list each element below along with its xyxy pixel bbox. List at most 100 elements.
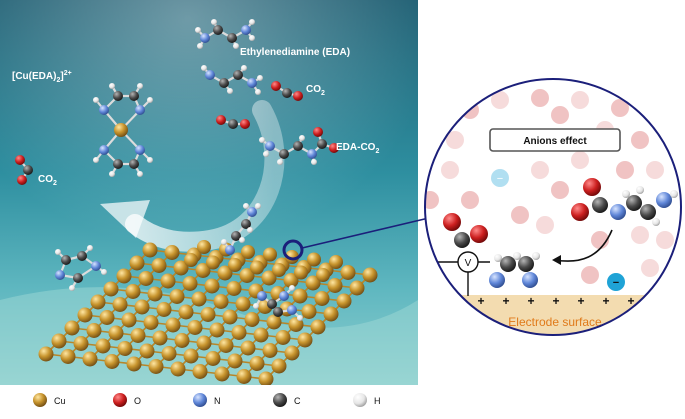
cu-atom (200, 307, 216, 322)
inset-border (424, 78, 682, 336)
h-atom (109, 83, 115, 89)
legend-label: C (294, 396, 301, 406)
cu-atom (241, 245, 255, 259)
solvent-sphere (425, 191, 439, 209)
h-atom (494, 254, 502, 262)
c-atom (227, 33, 237, 43)
n-atom (91, 261, 101, 271)
cu-atom (104, 354, 120, 369)
h-atom (670, 190, 678, 198)
cu-atom (204, 278, 220, 294)
cu-atom (183, 348, 199, 364)
solvent-sphere (611, 99, 629, 117)
cu-atom (169, 289, 185, 304)
h-atom (201, 65, 207, 71)
h-atom (93, 157, 99, 163)
c-atom (640, 204, 656, 220)
surface-charge-plus: + (527, 294, 534, 308)
c-atom (231, 231, 241, 241)
co2-molecule (216, 115, 250, 129)
cu-atom (250, 260, 264, 275)
n-legend-swatch (193, 393, 207, 407)
n-atom (287, 305, 297, 315)
solvent-sphere (551, 181, 569, 199)
c-atom (228, 119, 238, 129)
cu-atom (182, 276, 198, 291)
cu-atom (292, 288, 308, 304)
legend-label: O (134, 396, 141, 406)
cu-atom (266, 314, 282, 330)
cu-atom (349, 280, 365, 296)
c-atom (129, 91, 139, 101)
h-atom (69, 285, 75, 291)
cu-atom (152, 330, 168, 346)
cu-atom (316, 268, 330, 282)
eda-co2-molecule-inset (571, 178, 678, 226)
solvent-sphere (446, 131, 464, 149)
n-atom (247, 78, 257, 88)
reaction-arrow-head (100, 200, 150, 238)
cu-atom (161, 346, 177, 361)
solvent-sphere (461, 191, 479, 209)
cu-atom (143, 315, 159, 330)
c-atom (61, 255, 71, 265)
anion (607, 273, 625, 291)
cu-legend-swatch (33, 393, 47, 407)
n-atom (656, 192, 672, 208)
surface-charge-plus: + (477, 294, 484, 308)
cu-atom (275, 330, 291, 345)
solvent-sphere (571, 151, 589, 169)
n-atom (522, 272, 538, 288)
solvent-sphere (551, 106, 569, 124)
eda-label: Ethylenediamine (EDA) (240, 47, 350, 58)
o-atom (216, 115, 226, 125)
h-legend-swatch (353, 393, 367, 407)
o-atom (443, 213, 461, 231)
cu-atom (261, 270, 277, 286)
cu-atom (218, 338, 234, 353)
migration-arrow-head (552, 255, 561, 265)
cu-atom (160, 273, 176, 289)
legend-label: H (374, 396, 381, 406)
h-atom (247, 227, 253, 233)
voltmeter-symbol: V (465, 258, 472, 269)
solvent-sphere (641, 259, 659, 277)
cu-atom (307, 252, 321, 267)
cu-atom (262, 343, 278, 358)
n-atom (225, 245, 235, 255)
cu-atom (228, 258, 242, 272)
n-atom (205, 70, 215, 80)
cu-atom (249, 356, 265, 371)
cu-atom (301, 304, 317, 319)
anion-sign: − (613, 277, 619, 289)
c-atom (592, 197, 608, 213)
cu-atom (214, 366, 230, 382)
cu-atom (148, 359, 164, 374)
eda-molecule (201, 65, 263, 95)
cu-atom (253, 327, 269, 343)
o-atom (271, 81, 281, 91)
cu-atom (174, 333, 190, 348)
cu-atom (73, 336, 89, 351)
cu-atom (156, 302, 172, 317)
c-atom (279, 149, 289, 159)
o-atom (571, 203, 589, 221)
legend-item-c: C (273, 393, 301, 407)
cu-atom (284, 345, 300, 361)
cu-atom (244, 312, 260, 327)
o-atom (293, 91, 303, 101)
cu-atom (192, 364, 208, 379)
cu-atom (197, 240, 211, 254)
h-atom (243, 203, 249, 209)
cu-atom (112, 297, 128, 312)
cu-atom (129, 255, 145, 271)
h-atom (195, 27, 201, 33)
cu-atom (362, 267, 378, 283)
co2-left-label: CO2 (38, 174, 57, 187)
legend-item-cu: Cu (33, 393, 66, 407)
h-atom (227, 88, 233, 94)
solvent-spheres (425, 89, 674, 284)
cu-atom (336, 293, 352, 309)
cu-atom (206, 255, 220, 270)
